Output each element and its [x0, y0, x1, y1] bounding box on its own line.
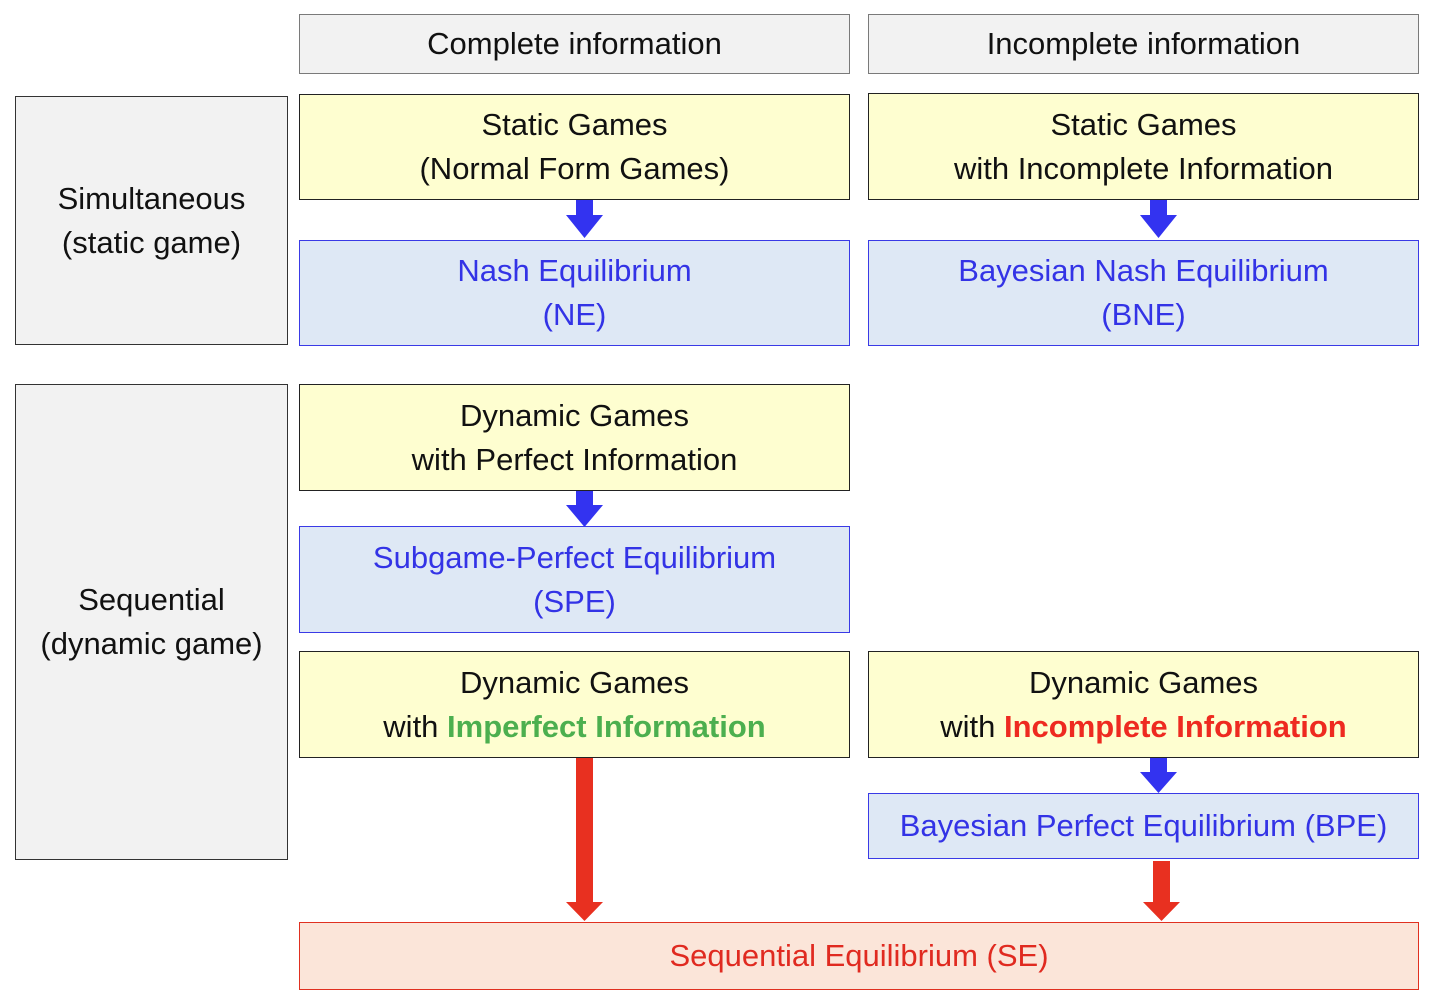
header-incomplete-label: Incomplete information [986, 26, 1301, 61]
subgame-perfect-equilibrium-line1: Subgame-Perfect Equilibrium [372, 539, 777, 575]
dynamic-games-perfect-line2: with Perfect Information [411, 441, 738, 477]
dynamic-games-imperfect-line2: with Imperfect Information [383, 705, 765, 749]
arrow-dynamic-imperfect-to-se [566, 758, 603, 921]
static-games-complete-line1: Static Games [481, 107, 668, 142]
dynamic-games-incomplete-line2: with Incomplete Information [940, 705, 1347, 749]
bayesian-nash-equilibrium-line2: (BNE) [1101, 297, 1186, 332]
nash-equilibrium-line2: (NE) [542, 297, 607, 332]
dynamic-games-incomplete-prefix: with [940, 708, 1004, 744]
static-games-complete: Static Games (Normal Form Games) [299, 94, 850, 200]
arrow-static-to-ne [566, 200, 603, 238]
header-incomplete-information: Incomplete information [868, 14, 1419, 74]
subgame-perfect-equilibrium-line2: (SPE) [533, 583, 616, 619]
dynamic-games-perfect: Dynamic Games with Perfect Information [299, 384, 850, 491]
arrow-static-incomplete-to-bne [1140, 200, 1177, 238]
row-simultaneous: Simultaneous (static game) [15, 96, 288, 345]
row-sequential-line1: Sequential [78, 582, 225, 617]
header-complete-information: Complete information [299, 14, 850, 74]
dynamic-games-imperfect: Dynamic Games with Imperfect Information [299, 651, 850, 758]
dynamic-games-perfect-line1: Dynamic Games [459, 397, 690, 433]
arrow-bpe-to-se [1143, 861, 1180, 921]
subgame-perfect-equilibrium: Subgame-Perfect Equilibrium (SPE) [299, 526, 850, 633]
bayesian-perfect-equilibrium-label: Bayesian Perfect Equilibrium (BPE) [899, 808, 1388, 843]
sequential-equilibrium: Sequential Equilibrium (SE) [299, 922, 1419, 990]
static-games-complete-line2: (Normal Form Games) [419, 151, 730, 186]
static-games-incomplete-line1: Static Games [1050, 106, 1237, 142]
bayesian-nash-equilibrium-line1: Bayesian Nash Equilibrium [958, 253, 1329, 288]
arrow-dynamic-incomplete-to-bpe [1140, 758, 1177, 793]
sequential-equilibrium-label: Sequential Equilibrium (SE) [669, 938, 1049, 973]
row-simultaneous-line1: Simultaneous [57, 180, 246, 216]
row-sequential: Sequential (dynamic game) [15, 384, 288, 860]
dynamic-games-imperfect-line1: Dynamic Games [459, 664, 690, 700]
bayesian-perfect-equilibrium: Bayesian Perfect Equilibrium (BPE) [868, 793, 1419, 859]
row-sequential-line2: (dynamic game) [40, 626, 263, 661]
dynamic-games-imperfect-prefix: with [383, 708, 448, 744]
nash-equilibrium-line1: Nash Equilibrium [457, 253, 692, 288]
bayesian-nash-equilibrium: Bayesian Nash Equilibrium (BNE) [868, 240, 1419, 346]
header-complete-label: Complete information [427, 26, 722, 61]
incomplete-information-highlight: Incomplete Information [1004, 708, 1347, 744]
static-games-incomplete-line2: with Incomplete Information [953, 150, 1334, 186]
dynamic-games-incomplete: Dynamic Games with Incomplete Informatio… [868, 651, 1419, 758]
static-games-incomplete: Static Games with Incomplete Information [868, 93, 1419, 200]
row-simultaneous-line2: (static game) [61, 224, 242, 260]
nash-equilibrium: Nash Equilibrium (NE) [299, 240, 850, 346]
dynamic-games-incomplete-line1: Dynamic Games [1028, 664, 1259, 700]
imperfect-information-highlight: Imperfect Information [447, 708, 766, 744]
arrow-dynamic-perfect-to-spe [566, 491, 603, 527]
